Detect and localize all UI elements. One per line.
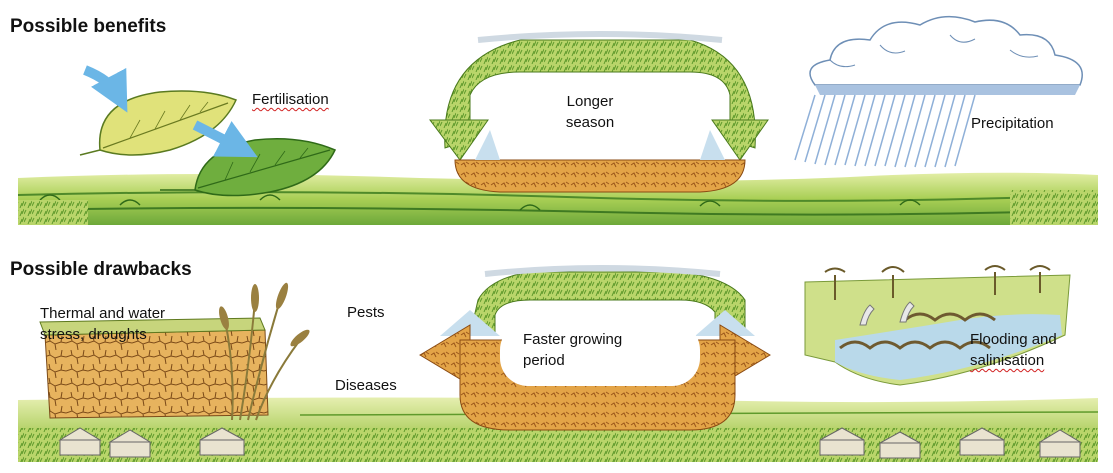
flooding-label-line1: Flooding and <box>970 330 1057 349</box>
longer-season-label-line2: season <box>520 113 660 132</box>
rain-icon <box>795 95 975 167</box>
faster-growing-label-line2: period <box>523 351 565 370</box>
diseases-label: Diseases <box>335 376 397 395</box>
cloud-icon <box>810 17 1082 95</box>
leaf-icon <box>80 91 236 155</box>
drawbacks-heading: Possible drawbacks <box>10 259 192 281</box>
benefits-heading: Possible benefits <box>10 16 166 38</box>
fertilisation-label: Fertilisation <box>252 90 329 109</box>
thermal-stress-label-line2: stress, droughts <box>40 325 147 344</box>
faster-growing-label-line1: Faster growing <box>523 330 622 349</box>
precipitation-label: Precipitation <box>971 114 1054 133</box>
pests-label: Pests <box>347 303 385 322</box>
faster-growing-cycle <box>420 268 770 430</box>
thermal-stress-label-line1: Thermal and water <box>40 304 165 323</box>
flooding-label-line2: salinisation <box>970 351 1044 370</box>
longer-season-label-line1: Longer <box>520 92 660 111</box>
